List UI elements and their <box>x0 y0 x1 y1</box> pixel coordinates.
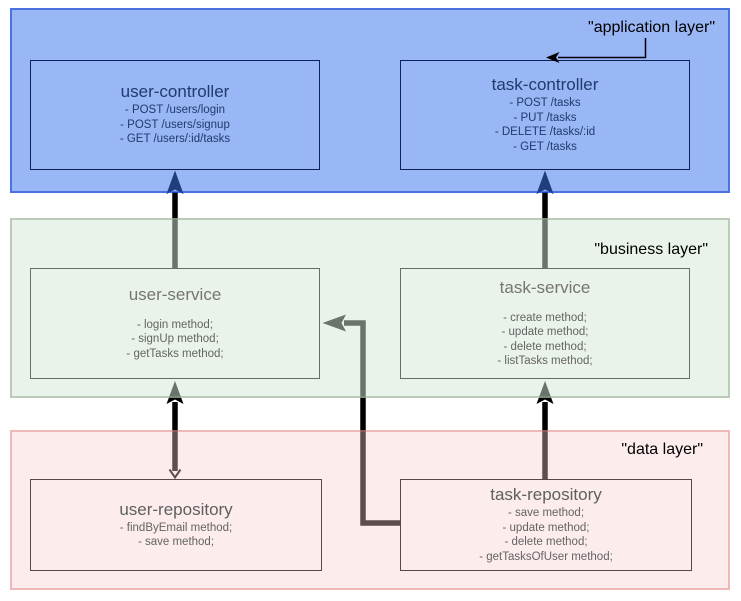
method-line: - getTasksOfUser method; <box>479 550 613 563</box>
method-line: - POST /users/signup <box>120 118 230 131</box>
application-layer-label: "application layer" <box>588 19 715 36</box>
method-line: - save method; <box>507 507 585 519</box>
method-line: - getTasks method; <box>126 347 224 360</box>
method-line: - GET /users/:id/tasks <box>119 133 231 146</box>
business-layer-label: "business layer" <box>594 241 708 258</box>
data-layer-label: "data layer" <box>621 441 703 458</box>
method-line: - delete method; <box>504 536 588 548</box>
method-line: - update method; <box>501 326 589 338</box>
user-service-box: user-service - login method; - signUp me… <box>30 268 320 379</box>
arrowhead-down-user-repository <box>168 468 182 480</box>
box-methods: - save method; - update method; - delete… <box>479 506 613 564</box>
method-line: - POST /tasks <box>509 97 581 109</box>
box-methods: - findByEmail method; - save method; <box>120 521 233 550</box>
arrowhead-left-label-pointer <box>546 52 560 63</box>
method-line: - create method; <box>503 311 587 324</box>
box-methods: - login method; - signUp method; - getTa… <box>126 318 223 362</box>
label-pointer-line <box>558 38 647 59</box>
task-controller-box: task-controller - POST /tasks - PUT /tas… <box>400 60 690 170</box>
method-line: - POST /users/login <box>124 104 226 117</box>
method-line: - findByEmail method; <box>119 521 233 534</box>
box-title: task-controller <box>491 75 599 94</box>
method-line: - delete method; <box>503 340 587 353</box>
business-layer-band: "business layer" <box>10 218 730 398</box>
box-methods: - POST /users/login - POST /users/signup… <box>120 103 230 147</box>
box-methods: - create method; - update method; - dele… <box>497 311 592 369</box>
method-line: - DELETE /tasks/:id <box>494 126 596 138</box>
method-line: - signUp method; <box>131 333 219 346</box>
method-line: - login method; <box>136 318 214 331</box>
user-controller-box: user-controller - POST /users/login - PO… <box>30 60 320 170</box>
method-line: - PUT /tasks <box>513 111 577 124</box>
task-service-box: task-service - create method; - update m… <box>400 268 690 379</box>
data-layer-band: "data layer" <box>10 430 730 590</box>
box-title: user-repository <box>119 499 233 519</box>
method-line: - GET /tasks <box>513 140 577 153</box>
box-title: user-service <box>128 284 222 304</box>
box-title: task-service <box>499 277 591 297</box>
box-methods: - POST /tasks - PUT /tasks - DELETE /tas… <box>495 96 595 154</box>
method-line: - save method; <box>137 536 215 548</box>
method-line: - listTasks method; <box>497 355 593 367</box>
method-line: - update method; <box>502 521 590 534</box>
user-repository-box: user-repository - findByEmail method; - … <box>30 479 322 571</box>
task-repository-box: task-repository - save method; - update … <box>400 479 692 571</box>
application-layer-band: "application layer" <box>10 8 730 193</box>
box-title: task-repository <box>490 485 602 504</box>
box-title: user-controller <box>120 82 230 102</box>
